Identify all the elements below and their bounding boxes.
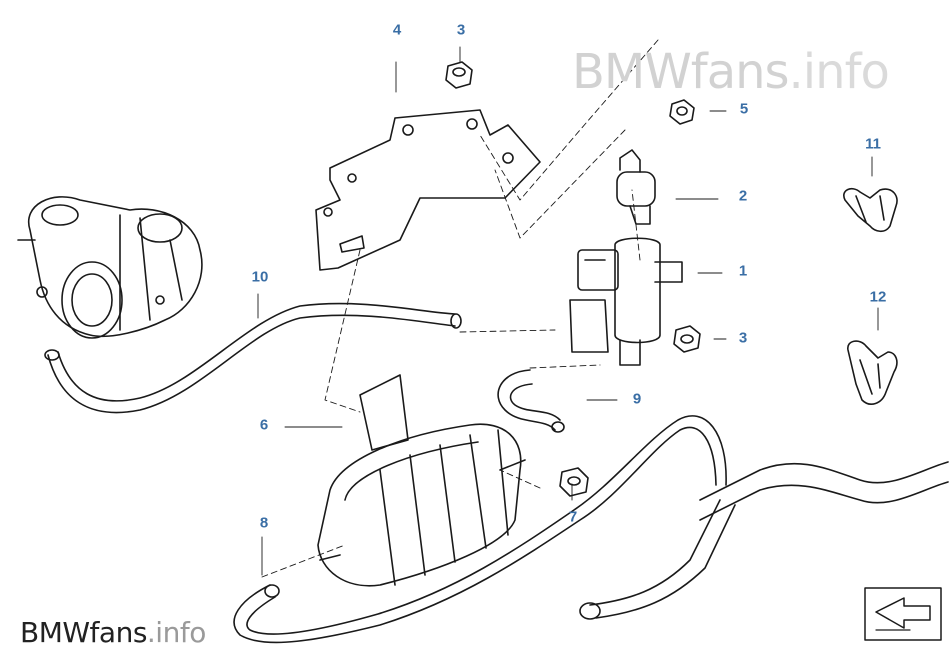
callout-3-right[interactable]: 3 bbox=[738, 329, 748, 347]
turbocharger-drawing bbox=[17, 196, 203, 339]
callout-12[interactable]: 12 bbox=[869, 288, 887, 306]
watermark-top-brand: BMWfans bbox=[572, 44, 790, 100]
callout-9[interactable]: 9 bbox=[632, 390, 642, 408]
hose-8-drawing bbox=[233, 415, 949, 644]
callout-6[interactable]: 6 bbox=[259, 416, 269, 434]
callout-8[interactable]: 8 bbox=[259, 514, 269, 532]
callout-1[interactable]: 1 bbox=[738, 262, 748, 280]
watermark-top-ext: .info bbox=[788, 44, 890, 100]
damper-2-drawing bbox=[616, 149, 656, 225]
nut-7-drawing bbox=[559, 467, 589, 497]
callout-2[interactable]: 2 bbox=[738, 187, 748, 205]
watermark-bottom-ext: .info bbox=[146, 616, 206, 649]
clip-11-drawing bbox=[843, 188, 898, 233]
callout-5[interactable]: 5 bbox=[739, 100, 749, 118]
nut-5-drawing bbox=[669, 99, 695, 125]
pressure-converter-1-drawing bbox=[569, 237, 683, 366]
callout-11[interactable]: 11 bbox=[865, 135, 881, 153]
callout-7[interactable]: 7 bbox=[568, 508, 578, 526]
leader-lines bbox=[257, 46, 879, 576]
bracket-4-drawing bbox=[315, 109, 541, 271]
callout-10[interactable]: 10 bbox=[251, 268, 269, 286]
watermark-bottom: BMWfans.info bbox=[20, 616, 206, 649]
watermark-top: BMWfans.info bbox=[572, 44, 890, 100]
dashed-connectors bbox=[261, 39, 659, 578]
nut-3-top-drawing bbox=[445, 61, 473, 89]
callout-3-top[interactable]: 3 bbox=[456, 21, 466, 39]
clip-12-drawing bbox=[847, 340, 898, 405]
nav-arrow-button[interactable] bbox=[864, 587, 942, 641]
nut-3-right-drawing bbox=[673, 325, 701, 353]
watermark-bottom-brand: BMWfans bbox=[20, 616, 147, 649]
vacuum-reservoir-6-drawing bbox=[317, 374, 526, 587]
hose-10-drawing bbox=[44, 302, 462, 414]
callout-4[interactable]: 4 bbox=[392, 21, 402, 39]
turn-left-arrow-icon bbox=[875, 597, 931, 629]
hose-9-drawing bbox=[497, 369, 565, 433]
